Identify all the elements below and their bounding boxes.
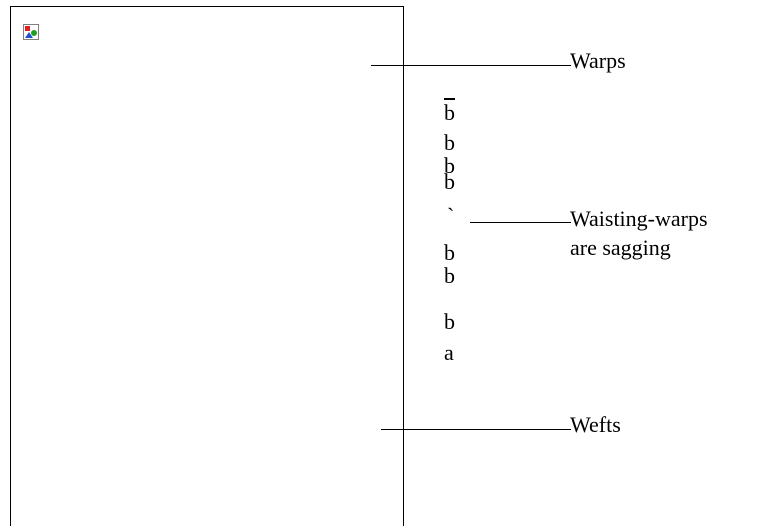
glyph-7: b — [444, 263, 455, 288]
diagram-image-frame — [10, 6, 404, 526]
wefts-leader-line — [381, 429, 571, 430]
glyph-4: b — [444, 169, 455, 194]
warps-label: Warps — [570, 48, 626, 73]
glyph-9: a — [444, 340, 454, 365]
broken-image-icon — [23, 24, 39, 40]
glyph-5: ` — [447, 203, 455, 228]
glyph-2: b — [444, 130, 455, 155]
wefts-label: Wefts — [570, 412, 621, 437]
waisting-warps-label-line2: are sagging — [570, 235, 671, 260]
glyph-6: b — [444, 240, 455, 265]
glyph-8: b — [444, 309, 455, 334]
waisting-warps-leader-line — [470, 222, 571, 223]
glyph-3: b — [444, 153, 455, 178]
waisting-warps-label-line1: Waisting-warps — [570, 206, 708, 231]
glyph-1: b — [444, 100, 455, 125]
warps-leader-line — [371, 65, 571, 66]
